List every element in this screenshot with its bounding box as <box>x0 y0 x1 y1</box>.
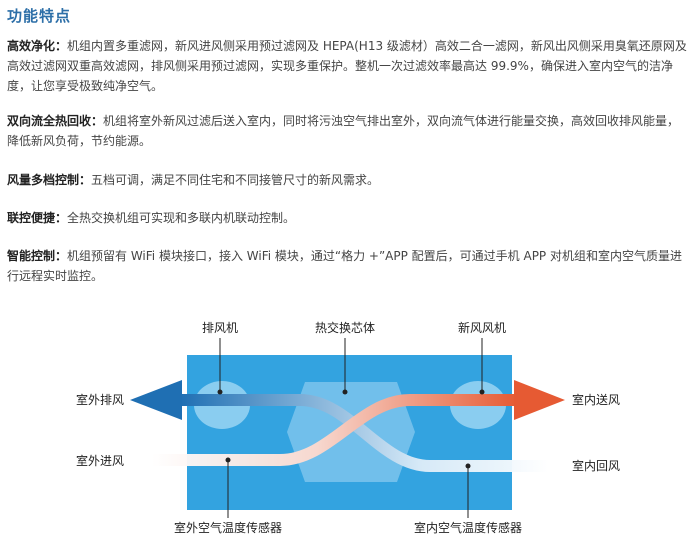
exhaust-arrow <box>130 380 182 420</box>
fresh-air-fan-label: 新风风机 <box>458 320 506 335</box>
feature-purification: 高效净化：机组内置多重滤网，新风进风侧采用预过滤网及 HEPA(H13 级滤材）… <box>7 36 691 96</box>
outdoor-sensor-label: 室外空气温度传感器 <box>174 520 282 535</box>
feature-label: 风量多档控制： <box>7 173 92 187</box>
indoor-sensor-label: 室内空气温度传感器 <box>414 520 522 535</box>
feature-label: 智能控制： <box>7 249 68 263</box>
feature-heat-recovery: 双向流全热回收：机组将室外新风过滤后送入室内，同时将污浊空气排出室外，双向流气体… <box>7 111 691 151</box>
heat-exchanger-core-label: 热交换芯体 <box>315 320 375 335</box>
feature-text: 全热交换机组可实现和多联内机联动控制。 <box>67 211 296 225</box>
feature-text: 机组将室外新风过滤后送入室内，同时将污浊空气排出室外，双向流气体进行能量交换，高… <box>7 114 680 148</box>
feature-label: 双向流全热回收： <box>7 114 104 128</box>
supply-airflow <box>146 394 524 466</box>
outdoor-exhaust-label: 室外排风 <box>76 392 124 407</box>
supply-arrow <box>514 380 565 420</box>
feature-label: 联控便捷： <box>7 211 68 225</box>
section-title: 功能特点 <box>7 7 72 25</box>
exhaust-fan-label: 排风机 <box>202 321 238 335</box>
feature-text: 五档可调，满足不同住宅和不同接管尺寸的新风需求。 <box>91 173 380 187</box>
indoor-supply-label: 室内送风 <box>572 392 620 407</box>
feature-label: 高效净化： <box>7 39 68 53</box>
outdoor-intake-label: 室外进风 <box>76 453 124 468</box>
feature-airflow-control: 风量多档控制：五档可调，满足不同住宅和不同接管尺寸的新风需求。 <box>7 170 691 190</box>
feature-linked-control: 联控便捷：全热交换机组可实现和多联内机联动控制。 <box>7 208 691 228</box>
feature-text: 机组内置多重滤网，新风进风侧采用预过滤网及 HEPA(H13 级滤材）高效二合一… <box>7 39 687 93</box>
indoor-return-label: 室内回风 <box>572 458 620 473</box>
exhaust-airflow <box>174 394 554 472</box>
feature-smart-control: 智能控制：机组预留有 WiFi 模块接口，接入 WiFi 模块，通过“格力 +”… <box>7 246 691 286</box>
feature-text: 机组预留有 WiFi 模块接口，接入 WiFi 模块，通过“格力 +”APP 配… <box>7 249 682 283</box>
